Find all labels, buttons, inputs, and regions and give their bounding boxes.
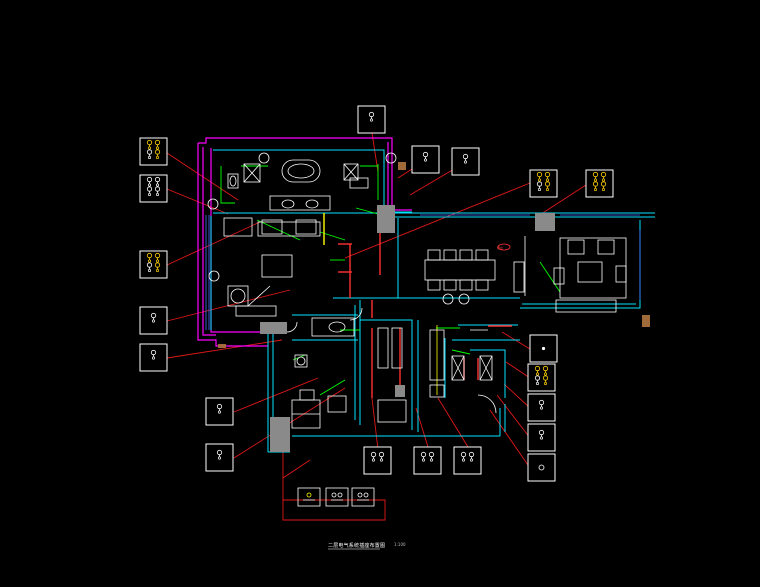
legend-box-socket-double	[453, 446, 482, 475]
furniture-living	[424, 236, 627, 313]
legend-box-socket-single	[139, 306, 168, 335]
legend-box-socket-single	[357, 105, 386, 134]
legend-box-socket-single	[139, 343, 168, 372]
legend-box-socket-ring	[527, 453, 556, 482]
legend-box-socket-2x2-white	[139, 174, 168, 203]
legend-box-socket-single	[527, 393, 556, 422]
circuits	[323, 213, 512, 398]
drawing-scale: 1:100	[394, 542, 406, 547]
legend-box-socket-single	[451, 147, 480, 176]
legend-box-socket-2x2-mixed	[585, 169, 614, 198]
furniture-lower	[286, 307, 497, 429]
legend-box-socket-double	[413, 446, 442, 475]
room-tag: 阳台	[497, 245, 503, 250]
legend-box-socket-2x2-yellow	[527, 363, 556, 392]
legend-box-socket-single	[527, 423, 556, 452]
legend-box-socket-2x2-yellow	[529, 169, 558, 198]
furniture-master	[207, 152, 397, 317]
legend-box-socket-2x2-yellow	[139, 250, 168, 279]
drawing-caption: 二层电气系统插座布置图	[328, 543, 386, 549]
legend-box-socket-single	[205, 397, 234, 426]
legend-box-socket-single	[411, 145, 440, 174]
legend-box-socket-single	[205, 443, 234, 472]
legend-box-socket-dot	[529, 334, 558, 363]
legend-box-socket-2x2-yellow	[139, 137, 168, 166]
sub-panel	[297, 487, 375, 507]
columns	[218, 162, 650, 452]
socket-legend-boxes	[139, 105, 614, 482]
exterior-walls	[197, 137, 412, 347]
legend-box-socket-double	[363, 446, 392, 475]
windows	[205, 214, 641, 330]
